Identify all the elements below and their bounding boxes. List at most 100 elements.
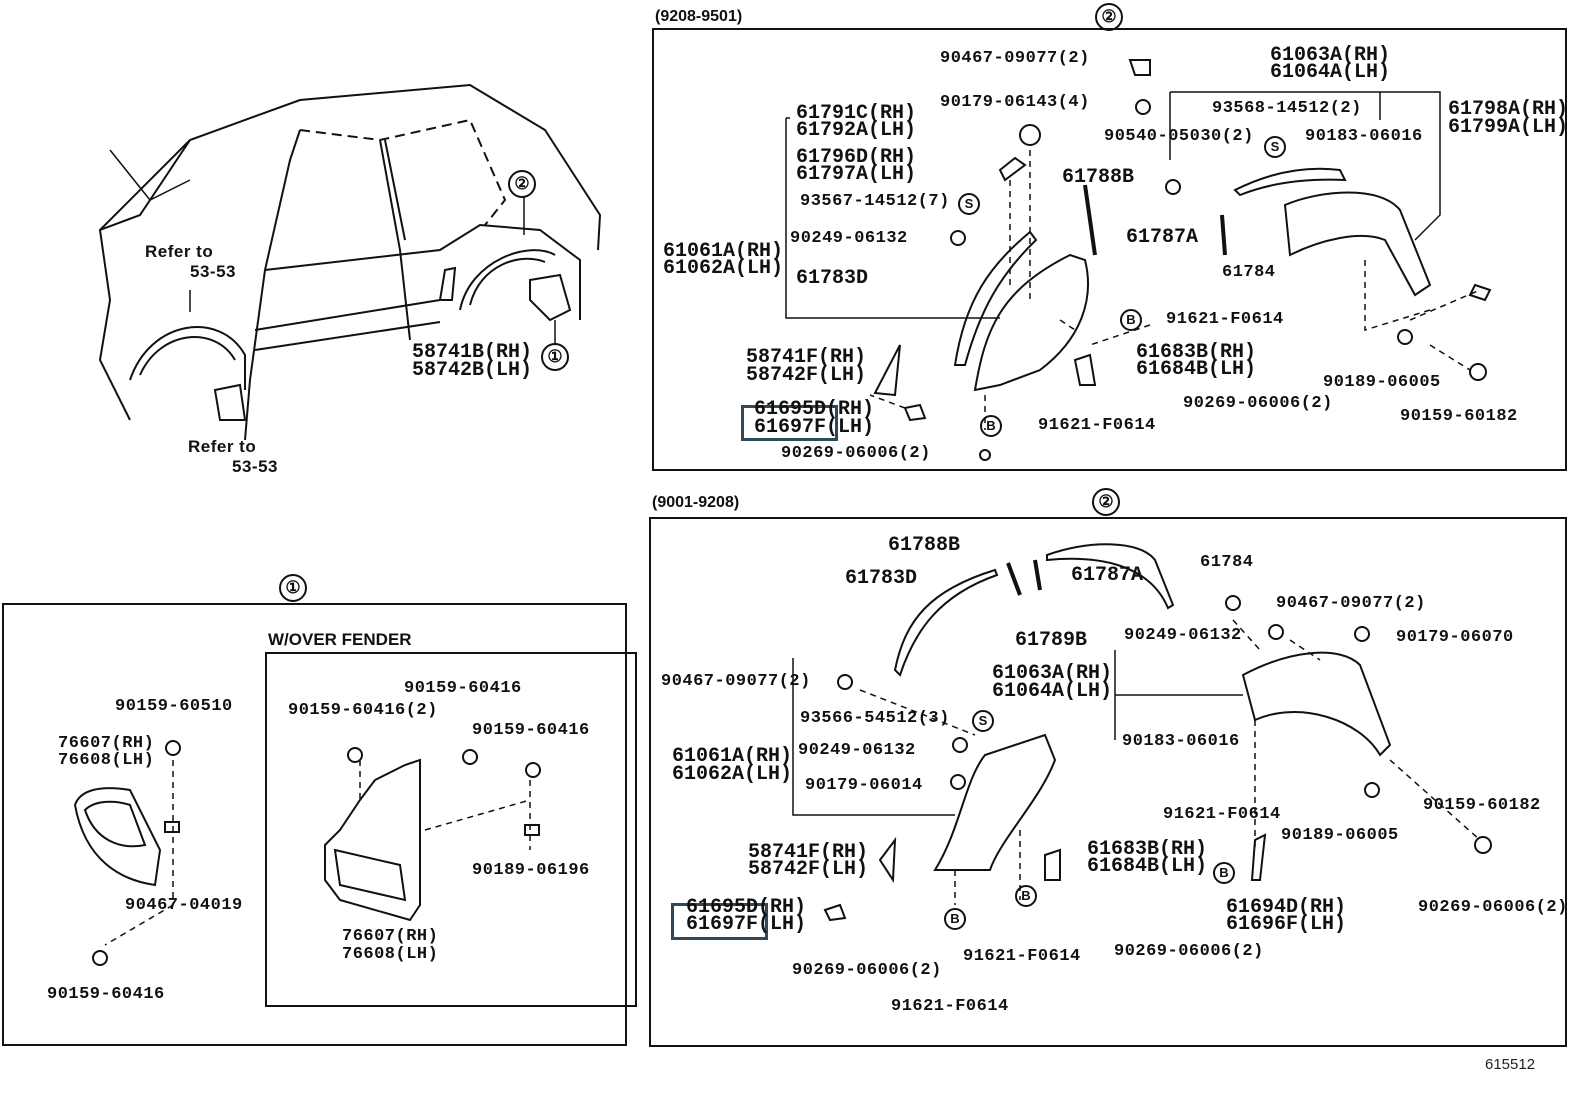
- part-label-90249-06132[interactable]: 90249-06132: [790, 229, 908, 248]
- bolt-marker-icon: B: [1213, 862, 1235, 884]
- part-label-91621-f0614[interactable]: 91621-F0614: [1163, 805, 1281, 824]
- part-label-61061arh[interactable]: 61061A(RH): [672, 745, 793, 768]
- part-label-58742flh[interactable]: 58742F(LH): [746, 364, 867, 387]
- over-fender-subpanel: [265, 652, 637, 1007]
- callout-2-top: ②: [1095, 3, 1123, 31]
- part-label-90159-60416[interactable]: 90159-60416: [404, 679, 522, 698]
- part-label-61695drh[interactable]: 61695D(RH): [754, 398, 875, 421]
- part-label-90249-06132[interactable]: 90249-06132: [1124, 626, 1242, 645]
- bolt-marker-icon: B: [1015, 885, 1037, 907]
- part-label-61788b[interactable]: 61788B: [1062, 166, 1135, 189]
- part-label-58741brh[interactable]: 58741B(RH): [412, 341, 533, 364]
- part-label-90159-60416[interactable]: 90159-60416: [472, 721, 590, 740]
- part-label-90159-60510[interactable]: 90159-60510: [115, 697, 233, 716]
- part-label-91621-f0614[interactable]: 91621-F0614: [963, 947, 1081, 966]
- part-label-90179-06014[interactable]: 90179-06014: [805, 776, 923, 795]
- highlight-box-61697F-top[interactable]: [741, 405, 838, 441]
- part-label-61062alh[interactable]: 61062A(LH): [672, 763, 793, 786]
- vehicle-outline: [98, 83, 602, 441]
- part-label-61798arh[interactable]: 61798A(RH): [1448, 98, 1569, 121]
- part-label-90269-060062[interactable]: 90269-06006(2): [792, 961, 942, 980]
- part-label-90189-06196[interactable]: 90189-06196: [472, 861, 590, 880]
- part-label-61064alh[interactable]: 61064A(LH): [992, 680, 1113, 703]
- part-label-61695drh[interactable]: 61695D(RH): [686, 896, 807, 919]
- part-label-61788b[interactable]: 61788B: [888, 534, 961, 557]
- mudguard-drawings: [73, 740, 541, 966]
- part-label-61064alh[interactable]: 61064A(LH): [1270, 61, 1391, 84]
- figure-number: 615512: [1485, 1056, 1536, 1073]
- part-label-90189-06005[interactable]: 90189-06005: [1281, 826, 1399, 845]
- part-label-90179-061434[interactable]: 90179-06143(4): [940, 93, 1090, 112]
- callout-2-overview: ②: [508, 170, 536, 198]
- over-fender-title: W/OVER FENDER: [268, 630, 412, 649]
- part-label-90183-06016[interactable]: 90183-06016: [1305, 127, 1423, 146]
- part-label-61061arh[interactable]: 61061A(RH): [663, 240, 784, 263]
- part-label-90159-604162[interactable]: 90159-60416(2): [288, 701, 438, 720]
- part-label-76607rh[interactable]: 76607(RH): [58, 734, 155, 753]
- part-label-93567-145127[interactable]: 93567-14512(7): [800, 192, 950, 211]
- part-label-61789b[interactable]: 61789B: [1015, 629, 1088, 652]
- part-label-90159-60182[interactable]: 90159-60182: [1400, 407, 1518, 426]
- period-title-9208-9501: (9208-9501): [655, 8, 743, 25]
- part-label-61787a[interactable]: 61787A: [1071, 564, 1144, 587]
- part-label-91621-f0614[interactable]: 91621-F0614: [891, 997, 1009, 1016]
- part-label-90467-090772[interactable]: 90467-09077(2): [1276, 594, 1426, 613]
- part-label-58741frh[interactable]: 58741F(RH): [748, 841, 869, 864]
- part-label-90269-060062[interactable]: 90269-06006(2): [781, 444, 931, 463]
- part-label-91621-f0614[interactable]: 91621-F0614: [1038, 416, 1156, 435]
- part-label-61784[interactable]: 61784: [1200, 553, 1254, 572]
- part-label-61799alh[interactable]: 61799A(LH): [1448, 116, 1569, 139]
- part-label-61063arh[interactable]: 61063A(RH): [992, 662, 1113, 685]
- part-label-91621-f0614[interactable]: 91621-F0614: [1166, 310, 1284, 329]
- part-label-90189-06005[interactable]: 90189-06005: [1323, 373, 1441, 392]
- part-label-90467-090772[interactable]: 90467-09077(2): [940, 49, 1090, 68]
- part-label-90269-060062[interactable]: 90269-06006(2): [1183, 394, 1333, 413]
- callout-1-panel: ①: [279, 574, 307, 602]
- highlight-box-61697F-bottom[interactable]: [671, 903, 768, 940]
- part-label-61684blh[interactable]: 61684B(LH): [1136, 358, 1257, 381]
- part-label-58742flh[interactable]: 58742F(LH): [748, 858, 869, 881]
- part-label-93566-545123[interactable]: 93566-54512(3): [800, 709, 950, 728]
- part-label-90179-06070[interactable]: 90179-06070: [1396, 628, 1514, 647]
- part-label-61683brh[interactable]: 61683B(RH): [1136, 341, 1257, 364]
- part-label-61697flh[interactable]: 61697F(LH): [754, 416, 875, 439]
- part-label-76607rh[interactable]: 76607(RH): [342, 927, 439, 946]
- part-label-61783d[interactable]: 61783D: [845, 567, 918, 590]
- part-label-58742blh[interactable]: 58742B(LH): [412, 359, 533, 382]
- part-label-90183-06016[interactable]: 90183-06016: [1122, 732, 1240, 751]
- part-label-90159-60182[interactable]: 90159-60182: [1423, 796, 1541, 815]
- part-label-61697flh[interactable]: 61697F(LH): [686, 913, 807, 936]
- panel-9001-9208: [649, 517, 1567, 1047]
- part-label-76608lh[interactable]: 76608(LH): [58, 751, 155, 770]
- part-label-61683brh[interactable]: 61683B(RH): [1087, 838, 1208, 861]
- part-label-90540-050302[interactable]: 90540-05030(2): [1104, 127, 1254, 146]
- part-label-90467-04019[interactable]: 90467-04019: [125, 896, 243, 915]
- part-label-93568-145122[interactable]: 93568-14512(2): [1212, 99, 1362, 118]
- part-label-90467-090772[interactable]: 90467-09077(2): [661, 672, 811, 691]
- part-label-61694drh[interactable]: 61694D(RH): [1226, 896, 1347, 919]
- part-label-61783d[interactable]: 61783D: [796, 267, 869, 290]
- refer-rear-line1: Refer to: [188, 437, 257, 456]
- part-label-58741frh[interactable]: 58741F(RH): [746, 346, 867, 369]
- part-label-61684blh[interactable]: 61684B(LH): [1087, 855, 1208, 878]
- screw-marker-icon: S: [1264, 136, 1286, 158]
- part-label-61791crh[interactable]: 61791C(RH): [796, 102, 917, 125]
- part-label-76608lh[interactable]: 76608(LH): [342, 945, 439, 964]
- part-label-90269-060062[interactable]: 90269-06006(2): [1114, 942, 1264, 961]
- part-label-61696flh[interactable]: 61696F(LH): [1226, 913, 1347, 936]
- part-label-61063arh[interactable]: 61063A(RH): [1270, 44, 1391, 67]
- part-label-61796drh[interactable]: 61796D(RH): [796, 146, 917, 169]
- part-label-61784[interactable]: 61784: [1222, 263, 1276, 282]
- fender-drawings-9001-9208: [792, 543, 1492, 922]
- part-label-61797alh[interactable]: 61797A(LH): [796, 163, 917, 186]
- part-label-90159-60416[interactable]: 90159-60416: [47, 985, 165, 1004]
- part-label-61062alh[interactable]: 61062A(LH): [663, 257, 784, 280]
- part-label-90249-06132[interactable]: 90249-06132: [798, 741, 916, 760]
- bolt-marker-icon: B: [980, 415, 1002, 437]
- part-label-61787a[interactable]: 61787A: [1126, 226, 1199, 249]
- callout-2-bottom: ②: [1092, 488, 1120, 516]
- part-label-61792alh[interactable]: 61792A(LH): [796, 119, 917, 142]
- part-label-90269-060062[interactable]: 90269-06006(2): [1418, 898, 1568, 917]
